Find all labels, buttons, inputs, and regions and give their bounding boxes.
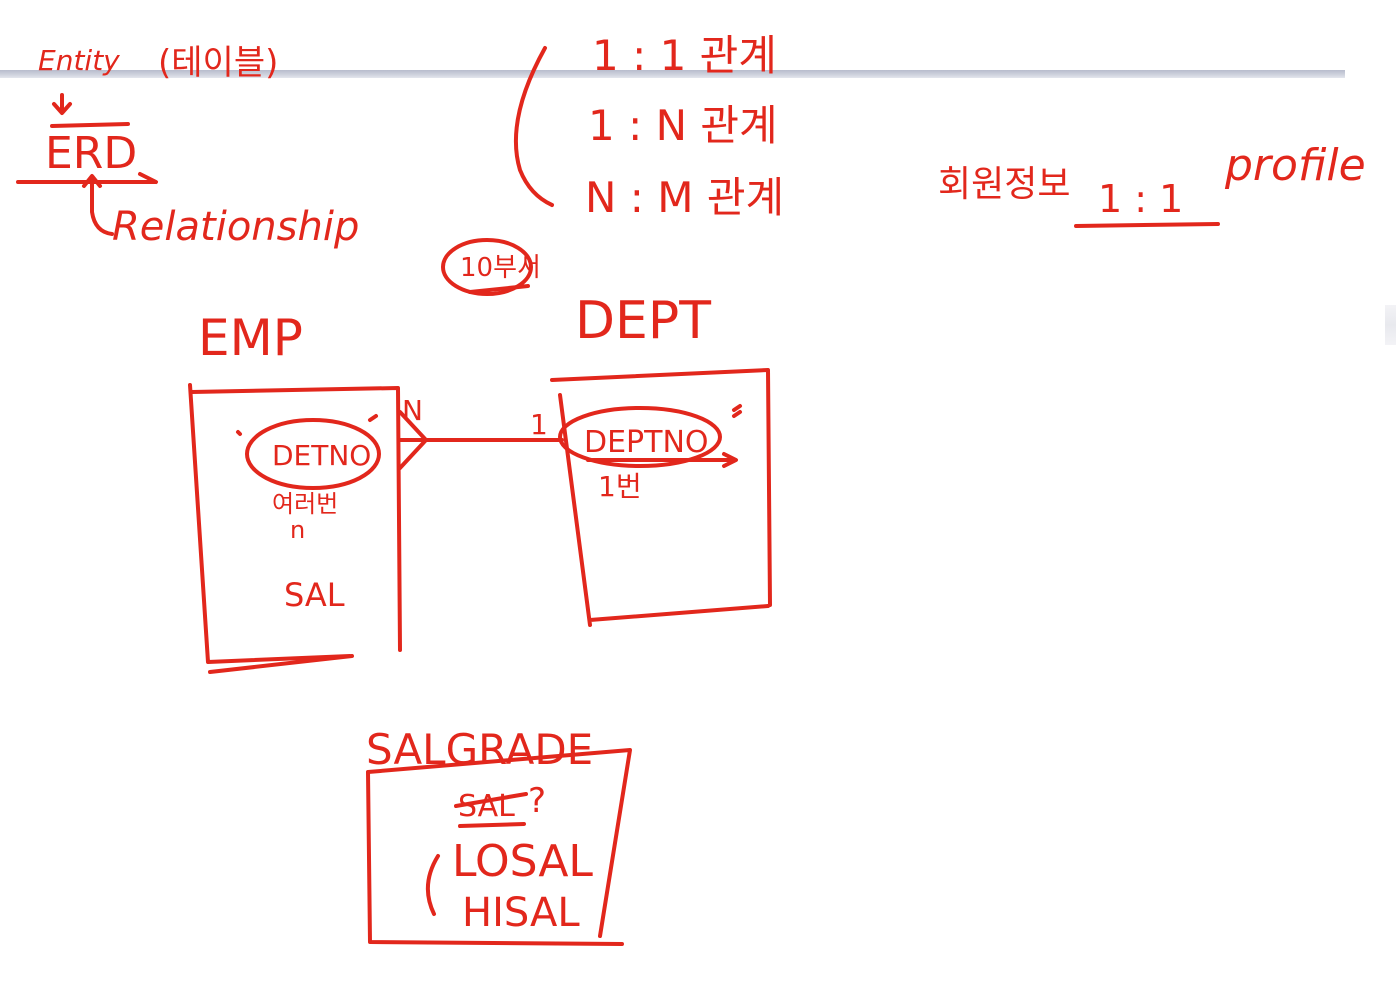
emp-n-label: n: [290, 516, 305, 544]
one-to-one-underline: [1074, 222, 1220, 228]
salgrade-entity-box: [366, 748, 632, 946]
dept-note-label: 10부서: [460, 253, 541, 283]
salgrade-crossed-field: SAL: [458, 789, 515, 824]
slide-edge-shadow: [1385, 305, 1396, 345]
emp-sal-field: SAL: [284, 576, 345, 614]
table-paren-label: (테이블): [158, 43, 278, 83]
erd-overline: [50, 122, 130, 128]
member-info-label: 회원정보: [938, 164, 1070, 205]
rel-one-many: 1 : N 관계: [588, 101, 778, 150]
dept-key-circle: [558, 406, 722, 468]
salgrade-title: SALGRADE: [366, 725, 593, 774]
dept-entity-box: [550, 368, 772, 627]
emp-many-label: 여러번: [272, 490, 338, 518]
emp-entity-box: [188, 383, 402, 674]
dept-tick-marks: [732, 404, 742, 418]
erd-label: ERD: [45, 128, 137, 179]
salgrade-strike-line: [454, 792, 528, 828]
rel-one-one: 1 : 1 관계: [592, 31, 777, 80]
relationship-label: Relationship: [112, 204, 359, 250]
emp-title: EMP: [198, 309, 303, 367]
dept-note-underline: [468, 284, 530, 294]
emp-key-field: DETNO: [272, 439, 371, 472]
dept-once-label: 1번: [598, 470, 642, 503]
relations-bracket: [513, 46, 554, 207]
one-to-one-label: 1 : 1: [1098, 177, 1183, 221]
down-arrow-icon: [52, 93, 72, 115]
emp-cardinality: N: [402, 394, 423, 427]
relationship-arrow-icon: [16, 172, 158, 236]
emp-dept-relationship-line: [398, 410, 564, 470]
dept-key-arrow-icon: [586, 452, 738, 468]
salgrade-bracket: [426, 854, 440, 916]
slide-header-rule: [0, 70, 1345, 78]
dept-note-circle: [441, 238, 533, 296]
salgrade-losal-field: LOSAL: [452, 836, 593, 887]
dept-key-field: DEPTNO: [584, 425, 709, 460]
salgrade-hisal-field: HISAL: [462, 890, 580, 936]
profile-label: profile: [1224, 140, 1366, 191]
dept-cardinality: 1: [530, 408, 548, 441]
dept-title: DEPT: [575, 291, 711, 351]
rel-many-many: N : M 관계: [585, 173, 784, 222]
emp-tick-marks: [236, 414, 378, 436]
emp-key-circle: [245, 418, 381, 490]
salgrade-question: ?: [528, 781, 546, 821]
entity-label: Entity: [38, 44, 120, 77]
